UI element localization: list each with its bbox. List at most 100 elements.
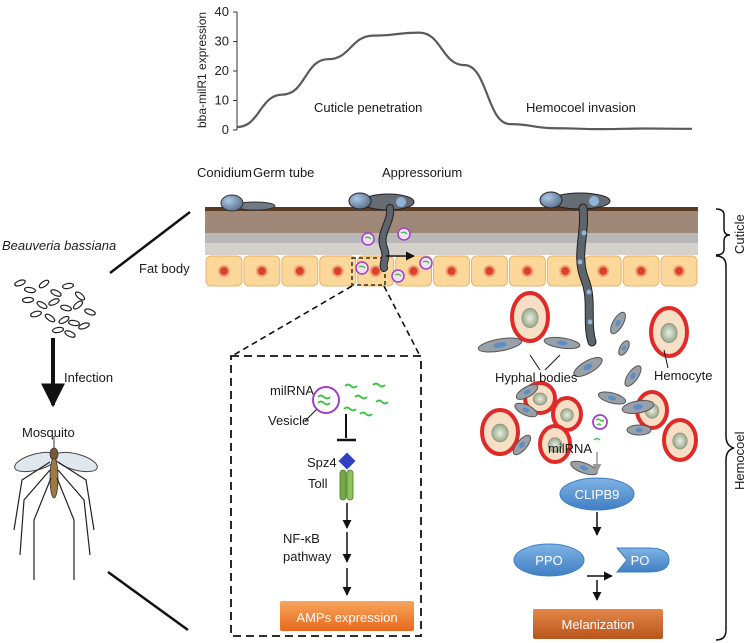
- label-hemocyte: Hemocyte: [654, 368, 713, 383]
- inset-label-toll: Toll: [308, 476, 328, 491]
- spore-cell: [78, 322, 90, 330]
- fungus-illustration: [14, 279, 96, 338]
- spore-cell: [84, 308, 96, 316]
- label-appressorium: Appressorium: [382, 165, 462, 180]
- cuticle-grey-layer: [205, 233, 698, 243]
- hemocyte-nucleus: [560, 408, 574, 422]
- y-tick-label: 40: [215, 4, 229, 19]
- clipb9-shape: [559, 477, 635, 511]
- zoom-line-top: [109, 211, 191, 274]
- label-hemocoel: Hemocoel: [732, 431, 747, 490]
- y-tick-label: 20: [215, 63, 229, 78]
- fat-cell-nucleus: [673, 265, 686, 277]
- hyphal-bodies: [477, 311, 655, 476]
- phase-label-invasion: Hemocoel invasion: [526, 100, 636, 115]
- fat-cell-nucleus: [559, 265, 572, 277]
- tissue-cross-section: [205, 207, 698, 287]
- label-cuticle: Cuticle: [732, 214, 747, 254]
- fat-cell-nucleus: [483, 265, 496, 277]
- hyphal-body-nucleus: [519, 441, 525, 449]
- spz4-diamond: [338, 452, 356, 470]
- hyphal-body-nucleus: [607, 395, 617, 401]
- clipb9-label: CLIPB9: [575, 487, 620, 502]
- fat-cell-nucleus: [255, 265, 268, 277]
- inset-milrna-strands: [317, 382, 389, 417]
- spore-cell: [44, 313, 56, 323]
- conidium: [220, 194, 244, 212]
- label-germ-tube: Germ tube: [253, 165, 314, 180]
- spore-cell: [50, 289, 62, 297]
- spore-cell: [30, 310, 42, 318]
- fat-cell-nucleus: [407, 265, 420, 277]
- melanization-box: [533, 609, 663, 639]
- amps-box: [280, 601, 414, 631]
- spore-cell: [51, 326, 65, 334]
- phase-label-penetration: Cuticle penetration: [314, 100, 422, 115]
- spore-cell: [21, 296, 35, 304]
- cuticle-brace: Cuticle: [715, 208, 747, 256]
- y-axis-label: bba-milR1 expression: [195, 12, 209, 128]
- inset-label-milrna: milRNA: [270, 383, 314, 398]
- inhibition-symbol: [337, 414, 356, 442]
- inset-label-vesicle: Vesicle: [268, 413, 309, 428]
- secreted-vesicles: [355, 227, 433, 283]
- cuticle-layer: [205, 211, 698, 233]
- hyphal-body-nucleus: [522, 407, 530, 413]
- hyphal-body-nucleus: [579, 465, 589, 471]
- fat-body-cells: [205, 255, 698, 287]
- fat-cell-nucleus: [597, 265, 610, 277]
- fat-cell-nucleus: [369, 265, 382, 277]
- hyphal-body-nucleus: [630, 372, 636, 380]
- hemocoel-vesicle: [592, 414, 608, 430]
- hemocyte-nucleus: [660, 322, 678, 343]
- spore-cell: [60, 304, 72, 312]
- hyphal-body-nucleus: [635, 427, 643, 433]
- appressorium-group: [348, 192, 415, 272]
- hyphal-body-nucleus: [523, 389, 531, 395]
- amps-label: AMPs expression: [296, 610, 397, 625]
- label-species: Beauveria bassiana: [2, 238, 116, 253]
- hemocoel-brace: Hemocoel: [715, 255, 747, 641]
- inset-label-pathway: pathway: [283, 549, 332, 564]
- melanization-label: Melanization: [562, 617, 635, 632]
- spore-cell: [36, 300, 48, 310]
- hemocyte-nucleus: [547, 437, 563, 453]
- inset-label-nfkb: NF-κB: [283, 531, 320, 546]
- spore-cell: [48, 298, 60, 306]
- label-infection: Infection: [64, 370, 113, 385]
- fat-cell-nucleus: [521, 265, 534, 277]
- spore-cell: [72, 300, 84, 310]
- inset-box: [230, 355, 422, 637]
- hyphal-body-nucleus: [583, 363, 593, 371]
- spore-cell: [61, 282, 75, 290]
- toll-receptor: [339, 469, 354, 501]
- mosquito-illustration: [13, 436, 98, 580]
- label-conidium: Conidium: [197, 165, 252, 180]
- y-tick-label: 0: [222, 122, 229, 137]
- hemocyte-nucleus: [532, 392, 548, 406]
- epidermis-layer: [205, 243, 698, 255]
- inset-vesicle: [312, 386, 340, 414]
- inset-zoom-right: [383, 285, 421, 357]
- inset-zoom-left: [231, 285, 353, 357]
- label-fat-body: Fat body: [139, 261, 190, 276]
- spore-cell: [14, 279, 26, 287]
- po-shape: [615, 547, 670, 573]
- fat-cell-nucleus: [445, 265, 458, 277]
- hyphal-body-nucleus: [493, 342, 507, 348]
- hyphal-body-nucleus: [633, 404, 643, 410]
- ppo-label: PPO: [535, 553, 562, 568]
- spore-cell: [23, 286, 37, 294]
- fat-body-selection-box: [351, 257, 386, 286]
- fat-cell-nucleus: [217, 265, 230, 277]
- fat-cell-nucleus: [331, 265, 344, 277]
- ppo-shape: [513, 543, 585, 577]
- hemocyte-nucleus: [521, 307, 539, 328]
- appressorium-spore: [348, 192, 372, 210]
- label-host: Mosquito: [22, 425, 75, 440]
- hemocyte-nucleus: [491, 423, 509, 443]
- hemocoel-label-milrna: milRNA: [548, 441, 592, 456]
